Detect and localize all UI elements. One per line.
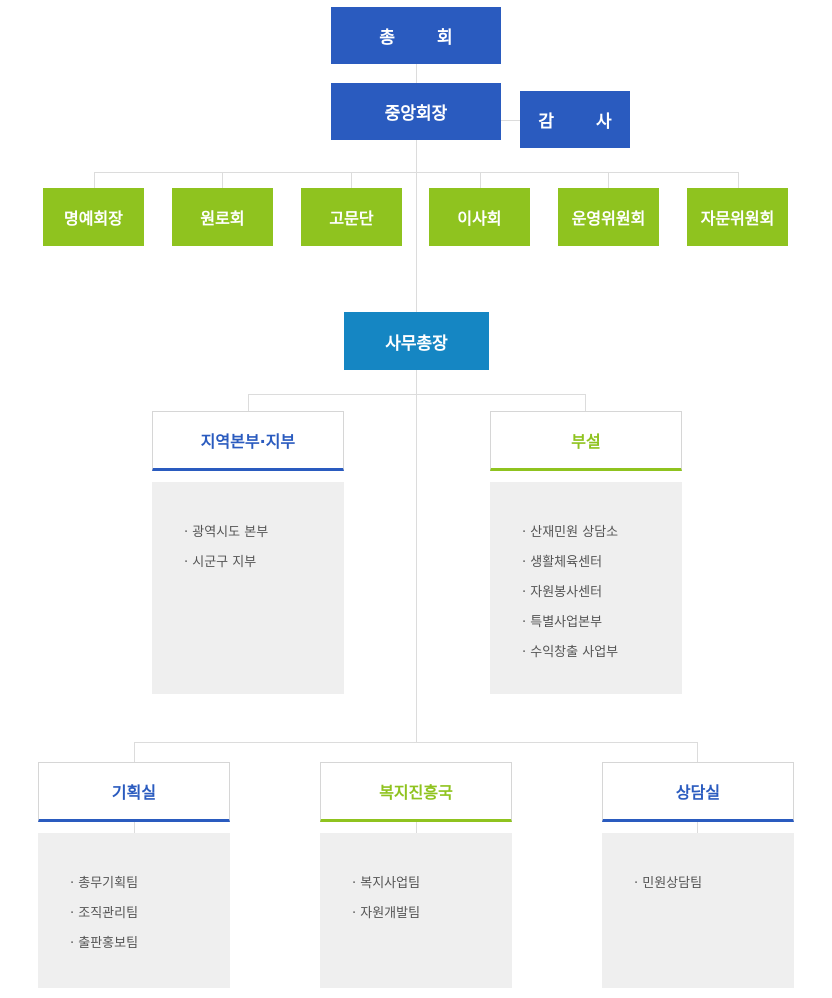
bottom-drop [134,742,135,762]
counseling-office-title: 상담실 [675,783,721,802]
auditor-label: 감 사 [538,112,630,132]
committee-bus-line [94,172,739,173]
welfare-bureau-title: 복지진흥국 [379,783,453,802]
list-item: 조직관리팀 [70,899,230,929]
planning-office-panel: 총무기획팀 조직관리팀 출판홍보팀 [38,833,230,988]
trunk-line [416,63,417,743]
planning-stub [134,822,135,833]
list-item: 총무기획팀 [70,869,230,899]
president-label: 중앙회장 [384,104,448,124]
planning-office-header: 기획실 [38,762,230,822]
committee-box: 이사회 [429,188,530,246]
affiliated-header: 부설 [490,411,682,471]
planning-office-list: 총무기획팀 조직관리팀 출판홍보팀 [70,869,230,959]
welfare-bureau-panel: 복지사업팀 자원개발팀 [320,833,512,988]
list-item: 시군구 지부 [184,548,344,578]
middle-drop [585,394,586,411]
committee-label: 고문단 [329,209,374,228]
bottom-drop [697,742,698,762]
bottom-bus-line [134,742,698,743]
list-item: 생활체육센터 [522,548,682,578]
committee-label: 운영위원회 [571,209,646,228]
welfare-stub [416,822,417,833]
committee-box: 명예회장 [43,188,144,246]
middle-drop [248,394,249,411]
committee-drop [351,172,352,188]
affiliated-list: 산재민원 상담소 생활체육센터 자원봉사센터 특별사업본부 수익창출 사업부 [522,518,682,668]
middle-bus-line [248,394,586,395]
committee-drop [480,172,481,188]
welfare-bureau-header: 복지진흥국 [320,762,512,822]
committee-drop [94,172,95,188]
regional-hq-header: 지역본부·지부 [152,411,344,471]
list-item: 수익창출 사업부 [522,638,682,668]
secretary-general-label: 사무총장 [385,333,448,354]
counseling-stub [697,822,698,833]
list-item: 민원상담팀 [634,869,794,899]
committee-box: 고문단 [301,188,402,246]
regional-hq-list: 광역시도 본부 시군구 지부 [184,518,344,578]
committee-label: 이사회 [457,209,502,228]
list-item: 산재민원 상담소 [522,518,682,548]
president-box: 중앙회장 [331,83,501,140]
secretary-general-box: 사무총장 [344,312,489,370]
welfare-bureau-list: 복지사업팀 자원개발팀 [352,869,512,929]
counseling-office-panel: 민원상담팀 [602,833,794,988]
list-item: 출판홍보팀 [70,929,230,959]
list-item: 특별사업본부 [522,608,682,638]
regional-hq-title: 지역본부·지부 [200,432,296,451]
committee-drop [738,172,739,188]
list-item: 자원봉사센터 [522,578,682,608]
committee-box: 자문위원회 [687,188,788,246]
committee-drop [222,172,223,188]
committee-box: 원로회 [172,188,273,246]
committee-label: 자문위원회 [700,209,775,228]
planning-office-title: 기획실 [111,783,157,802]
committee-drop [608,172,609,188]
list-item: 복지사업팀 [352,869,512,899]
affiliated-panel: 산재민원 상담소 생활체육센터 자원봉사센터 특별사업본부 수익창출 사업부 [490,482,682,694]
affiliated-title: 부설 [571,432,601,451]
committee-label: 명예회장 [64,209,123,228]
counseling-office-list: 민원상담팀 [634,869,794,899]
regional-hq-panel: 광역시도 본부 시군구 지부 [152,482,344,694]
list-item: 자원개발팀 [352,899,512,929]
general-meeting-box: 총 회 [331,7,501,64]
list-item: 광역시도 본부 [184,518,344,548]
counseling-office-header: 상담실 [602,762,794,822]
committee-box: 운영위원회 [558,188,659,246]
general-meeting-label: 총 회 [379,28,471,48]
committee-label: 원로회 [200,209,245,228]
auditor-box: 감 사 [520,91,630,148]
